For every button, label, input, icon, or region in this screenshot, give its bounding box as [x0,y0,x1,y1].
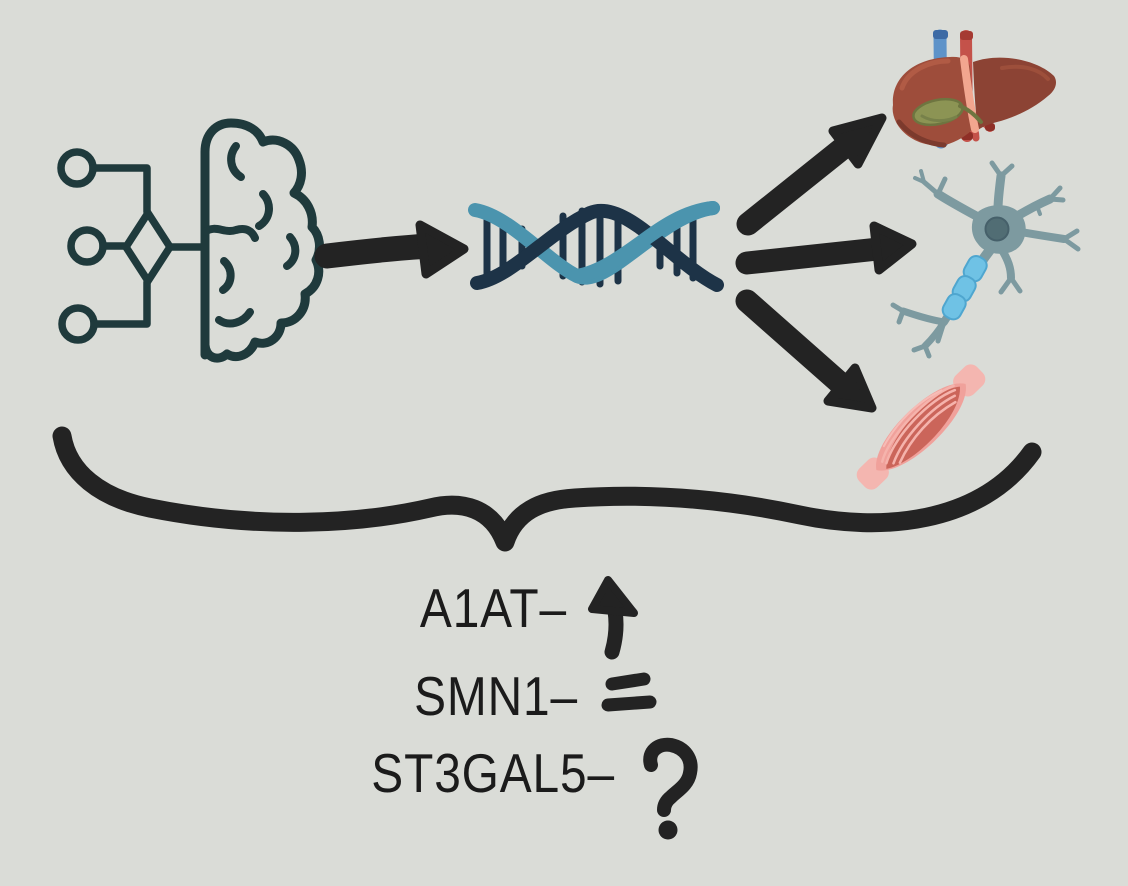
gene-label-st3gal5: ST3GAL5– [371,742,615,804]
dna-icon [468,201,724,292]
flow-arrow-muscle-icon [735,289,877,413]
flow-arrow-main-icon [314,220,469,279]
gene-label-a1at: A1AT– [419,577,567,639]
neuron-icon [890,160,1081,359]
machine-learning-brain-icon [57,118,324,363]
question-mark-icon [643,737,698,840]
liver-icon [892,29,1056,149]
curly-brace-icon [52,426,1042,552]
increase-arrow-icon [588,576,638,660]
gene-label-smn1: SMN1– [414,665,578,727]
flow-arrow-neuron-icon [735,221,917,275]
muscle-icon [856,364,986,490]
equals-icon [601,672,657,712]
flow-arrow-liver-icon [736,113,887,236]
